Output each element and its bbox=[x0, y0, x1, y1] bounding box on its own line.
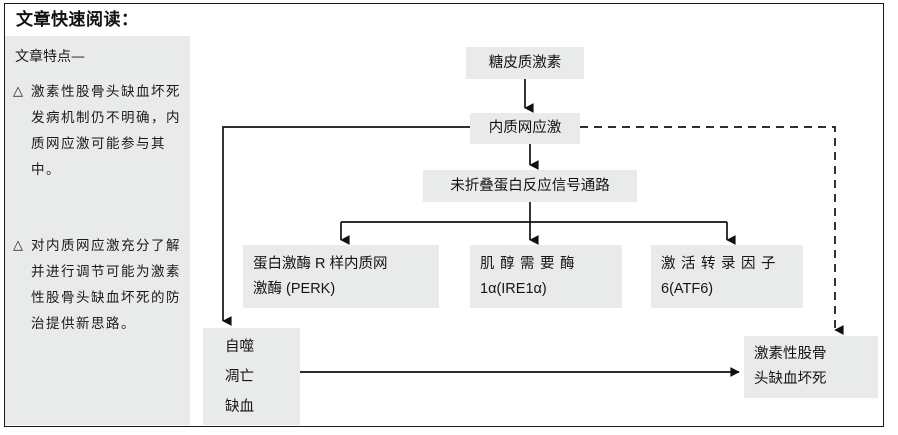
flow-node-onfh: 激素性股骨 头缺血坏死 bbox=[744, 336, 878, 398]
flow-node-er-stress: 内质网应激 bbox=[470, 113, 580, 144]
node-label-line1: 自噬 bbox=[225, 338, 254, 355]
flow-node-atf6: 激活转录因子 6(ATF6) bbox=[651, 245, 803, 308]
node-label-line2: 6(ATF6) bbox=[661, 280, 714, 297]
article-features-sidebar: 文章特点— △ 激素性股骨头缺血坏死发病机制仍不明确，内质网应激可能参与其中。 … bbox=[5, 36, 190, 425]
flow-node-glucocorticoid: 糖皮质激素 bbox=[466, 47, 584, 79]
flow-node-perk: 蛋白激酶 R 样内质网 激酶 (PERK) bbox=[243, 245, 439, 308]
node-label-line2: 激酶 (PERK) bbox=[253, 280, 336, 297]
sidebar-bullet-text: 激素性股骨头缺血坏死发病机制仍不明确，内质网应激可能参与其中。 bbox=[31, 84, 181, 178]
triangle-bullet-icon: △ bbox=[13, 238, 23, 253]
page-title: 文章快速阅读： bbox=[16, 10, 139, 29]
sidebar-heading: 文章特点— bbox=[15, 49, 85, 65]
sidebar-bullet-item: △ 激素性股骨头缺血坏死发病机制仍不明确，内质网应激可能参与其中。 bbox=[13, 78, 185, 183]
node-label-line1: 激素性股骨 bbox=[754, 346, 827, 362]
node-label-line2: 头缺血坏死 bbox=[754, 371, 827, 387]
node-label: 未折叠蛋白反应信号通路 bbox=[450, 177, 610, 194]
node-label-line2: 1α(IRE1α) bbox=[480, 280, 547, 297]
node-label: 糖皮质激素 bbox=[488, 54, 562, 71]
node-label-line3: 缺血 bbox=[225, 398, 254, 415]
node-label-line2: 凋亡 bbox=[225, 368, 254, 385]
node-label-line1: 蛋白激酶 R 样内质网 bbox=[253, 255, 388, 272]
sidebar-bullet-text: 对内质网应激充分了解并进行调节可能为激素性股骨头缺血坏死的防治提供新思路。 bbox=[31, 238, 181, 332]
flow-node-upr-pathway: 未折叠蛋白反应信号通路 bbox=[423, 170, 637, 202]
sidebar-bullet-item: △ 对内质网应激充分了解并进行调节可能为激素性股骨头缺血坏死的防治提供新思路。 bbox=[13, 232, 185, 337]
node-label-line1: 激活转录因子 bbox=[661, 255, 781, 272]
flow-node-outcome: 自噬 凋亡 缺血 bbox=[203, 328, 300, 425]
node-label-line1: 肌醇需要酶 bbox=[480, 255, 580, 272]
node-label: 内质网应激 bbox=[488, 120, 562, 136]
flow-node-ire1a: 肌醇需要酶 1α(IRE1α) bbox=[470, 245, 622, 308]
triangle-bullet-icon: △ bbox=[13, 84, 23, 99]
